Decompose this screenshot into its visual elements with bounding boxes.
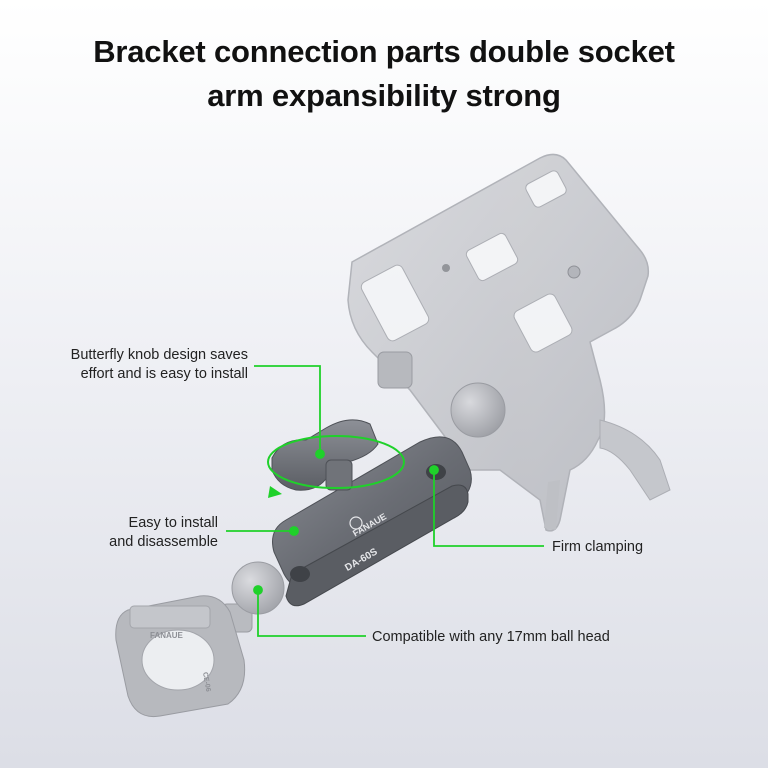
headline: Bracket connection parts double socket a… — [0, 30, 768, 118]
callout-easy-line-2: and disassemble — [109, 534, 218, 550]
clamp-brand-text: FANAUE — [150, 631, 184, 640]
firm-leader-line — [433, 472, 544, 547]
callout-butterfly-knob: Butterfly knob design saves effort and i… — [30, 346, 248, 384]
handlebar-clamp: FANAUE CE-06 — [115, 595, 246, 718]
callout-firm-clamping: Firm clamping — [552, 539, 644, 555]
callout-knob-line-1: Butterfly knob design saves — [70, 347, 248, 363]
headline-line-1: Bracket connection parts double socket — [93, 34, 675, 69]
ball-leader-line — [257, 592, 366, 637]
rotation-arrow-icon — [267, 435, 405, 498]
socket-arm: FANAUE DA-60S — [272, 436, 472, 607]
logo-icon — [349, 516, 363, 530]
firm-leader-dot — [429, 465, 439, 475]
clamp-model-text: CE-06 — [201, 672, 211, 693]
callout-knob-line-2: effort and is easy to install — [80, 366, 248, 382]
callout-easy-install: Easy to install and disassemble — [60, 514, 218, 552]
callout-easy-line-1: Easy to install — [128, 515, 218, 531]
ball-leader-dot — [253, 585, 263, 595]
easy-leader-dot — [289, 526, 299, 536]
knob-leader-line — [254, 365, 321, 452]
top-ball-head — [377, 351, 506, 438]
callout-ball-head: Compatible with any 17mm ball head — [372, 629, 610, 645]
phone-holder — [347, 153, 671, 532]
callout-lines — [226, 365, 544, 637]
headline-line-2: arm expansibility strong — [207, 78, 561, 113]
knob-leader-dot — [315, 449, 325, 459]
